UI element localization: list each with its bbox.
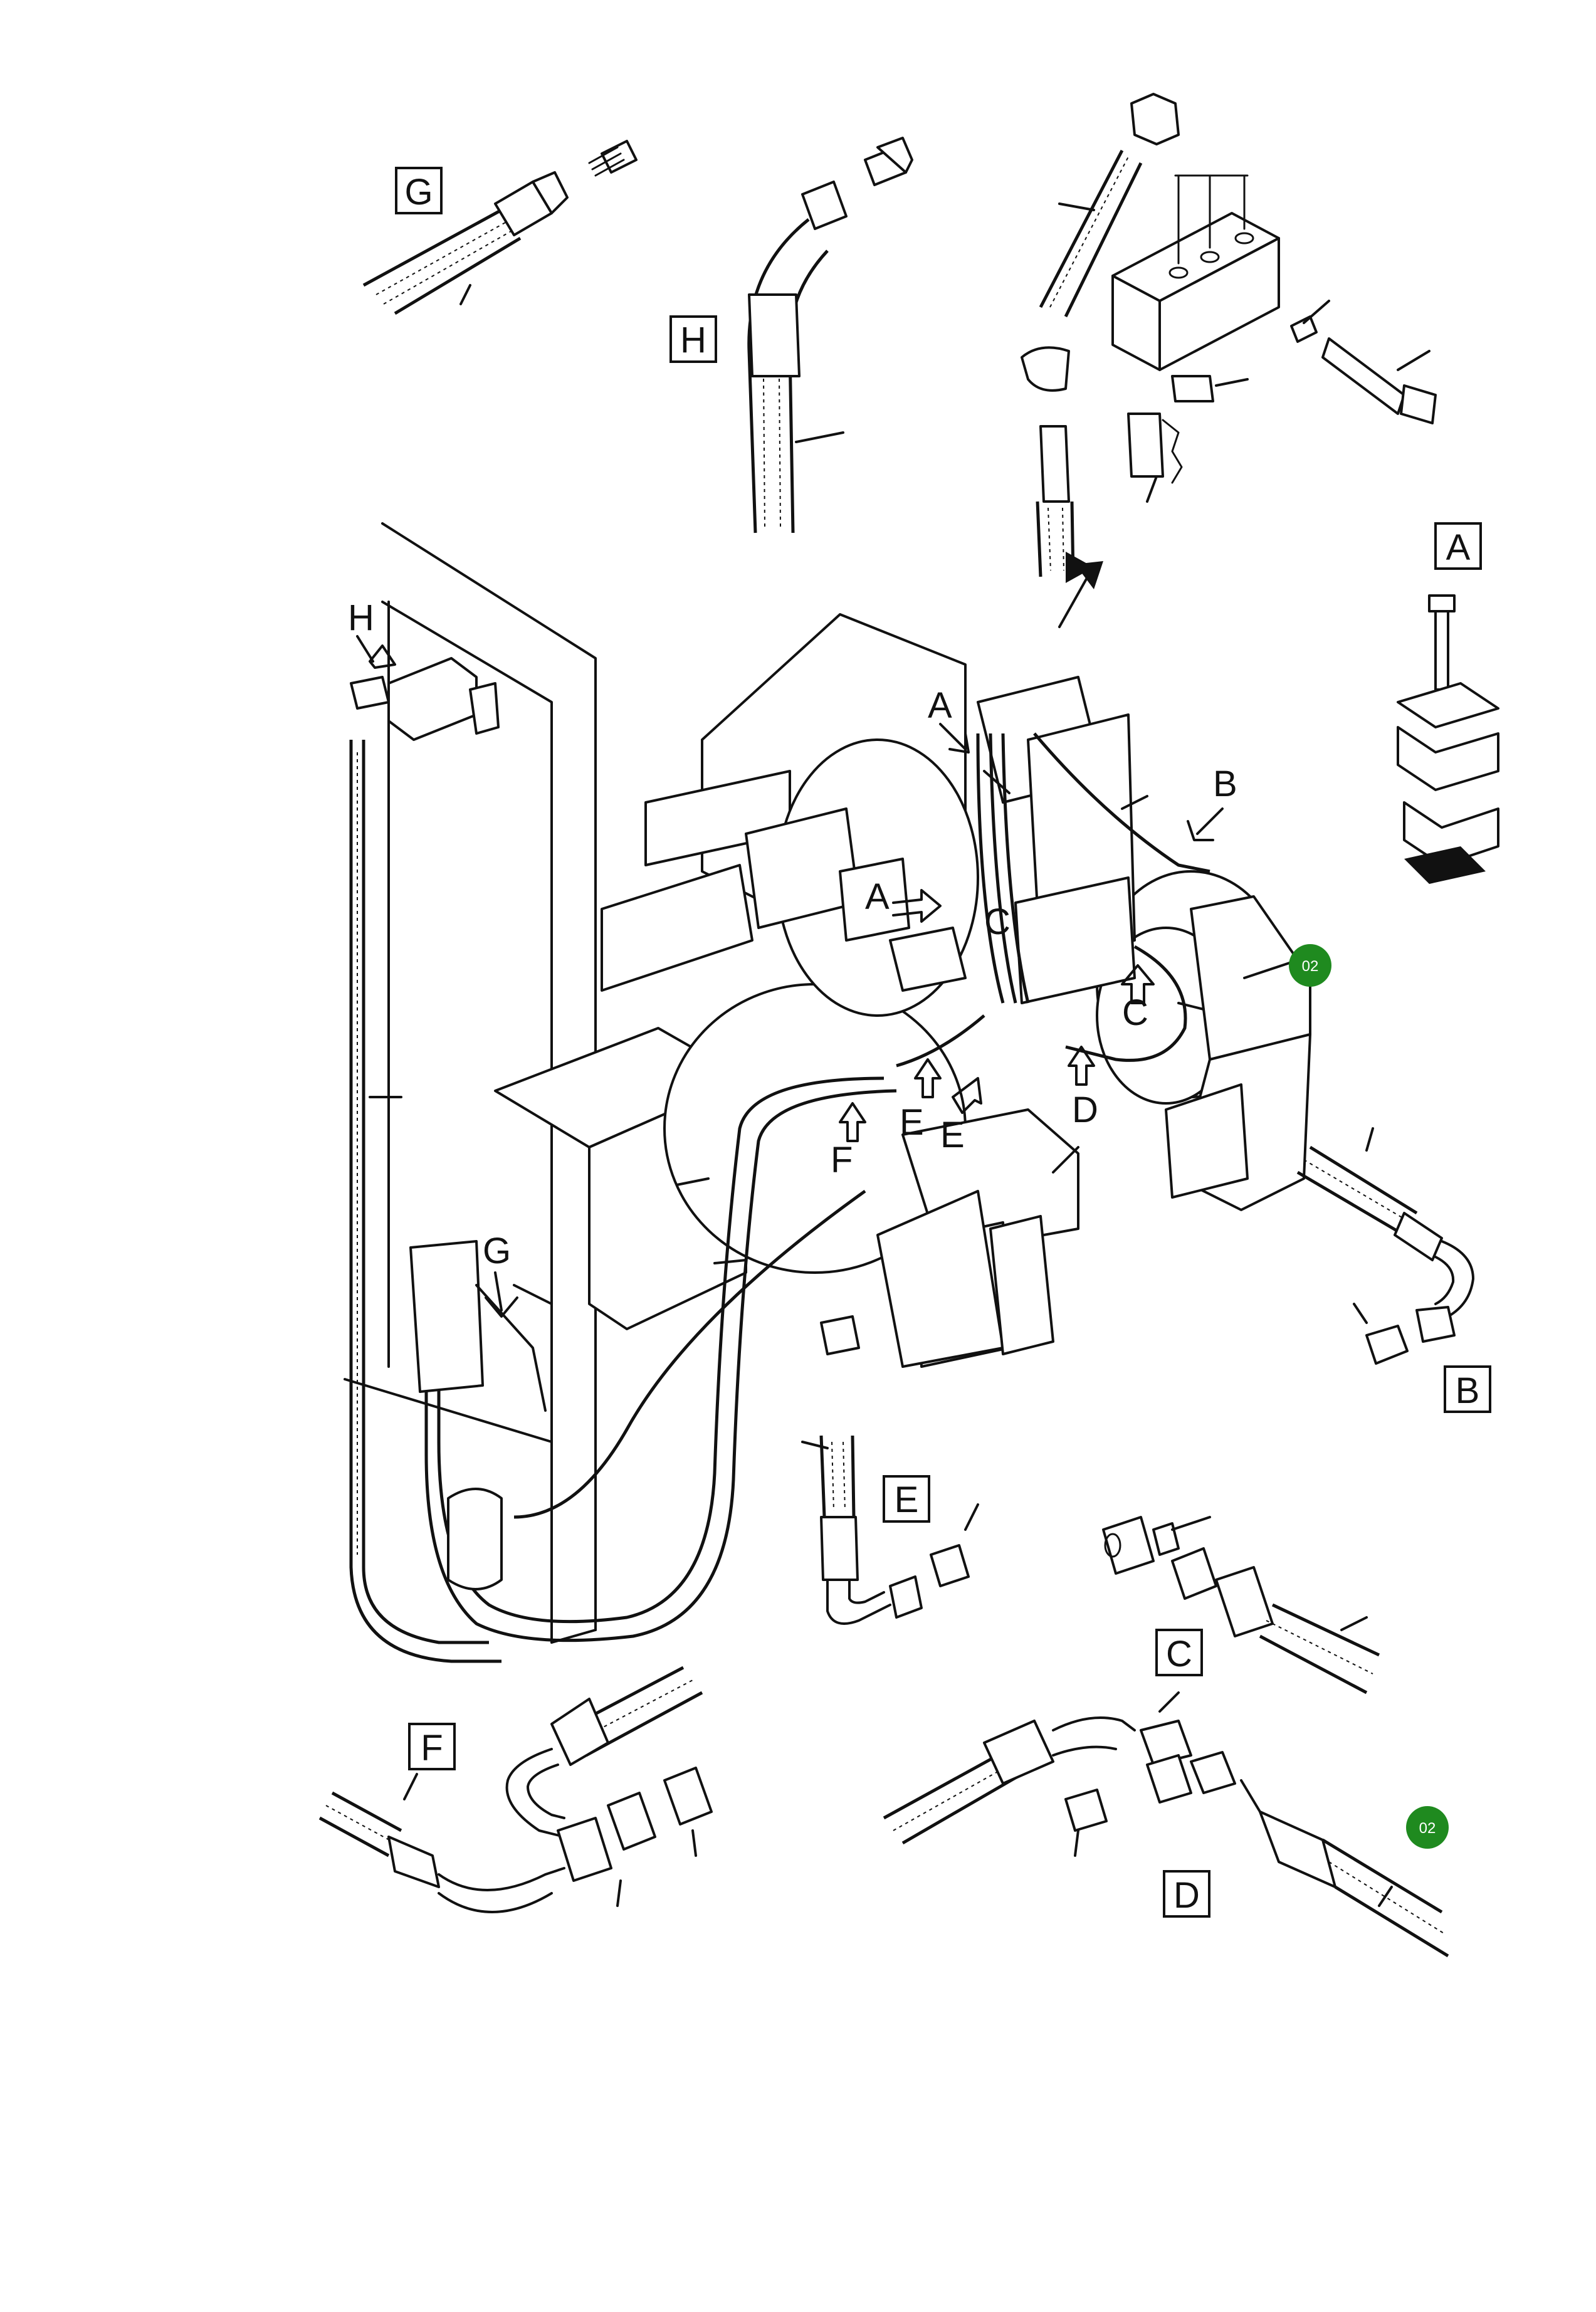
- callout-b: B: [1213, 764, 1237, 804]
- badge-detail-d-02[interactable]: 02: [1406, 1806, 1449, 1849]
- detail-b-elbow-fitting: B: [1296, 1127, 1491, 1413]
- callout-a-mid: A: [865, 876, 890, 917]
- detail-b-box: [1444, 1365, 1491, 1413]
- badge-main-text: 02: [1302, 958, 1319, 975]
- detail-g-box: [395, 167, 443, 214]
- detail-c-fitting: C: [1102, 1516, 1380, 1695]
- callout-f: F: [831, 1140, 853, 1180]
- main-assembly: [344, 522, 1311, 1663]
- detail-a-label: A: [1446, 527, 1471, 568]
- main-callouts: H G A A B C C E E F D: [348, 597, 1237, 1318]
- detail-c-label: C: [1166, 1634, 1192, 1674]
- callout-e2: E: [940, 1115, 965, 1155]
- manifold-block-assembly: [1021, 93, 1437, 628]
- detail-e-elbow-fitting: E: [801, 1435, 979, 1625]
- callout-d: D: [1072, 1090, 1098, 1130]
- detail-h-hose-elbow: H: [669, 137, 913, 533]
- detail-d-label: D: [1173, 1875, 1200, 1916]
- callout-g: G: [483, 1231, 511, 1271]
- detail-f-tee-fitting: F: [318, 1666, 713, 1913]
- detail-b-label: B: [1456, 1370, 1480, 1411]
- badge-main-02[interactable]: 02: [1289, 944, 1331, 987]
- detail-f-box: [408, 1723, 456, 1770]
- detail-c-box: [1155, 1629, 1203, 1676]
- detail-e-box: [883, 1475, 930, 1523]
- detail-h-label: H: [680, 320, 706, 360]
- detail-a-box: [1434, 522, 1482, 570]
- badge-detail-d-text: 02: [1419, 1820, 1436, 1837]
- detail-h-box: [669, 315, 717, 363]
- detail-g-hose-fitting: G: [362, 140, 638, 315]
- detail-d-box: [1163, 1870, 1210, 1918]
- detail-d-tee-fitting: D: [883, 1691, 1449, 1958]
- callout-e1: E: [900, 1102, 924, 1143]
- detail-f-label: F: [421, 1728, 443, 1768]
- detail-e-label: E: [895, 1479, 919, 1520]
- callout-h: H: [348, 597, 374, 638]
- detail-g-label: G: [404, 172, 433, 213]
- callout-c-mid: C: [984, 901, 1011, 942]
- detail-a-clamp-bracket: A: [1397, 522, 1499, 884]
- callout-a-top: A: [928, 685, 952, 726]
